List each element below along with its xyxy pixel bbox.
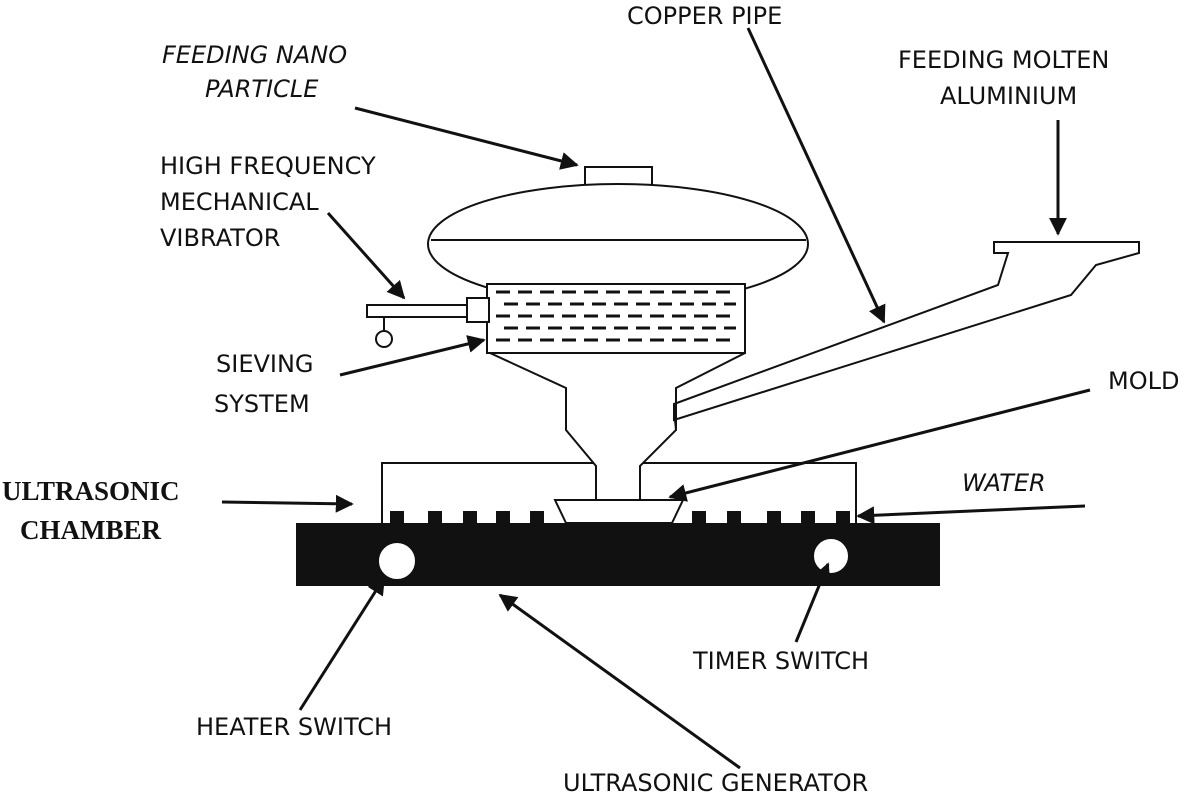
label-sieving-1: SIEVING [216, 350, 314, 378]
timer-switch-knob[interactable] [812, 537, 850, 575]
arrow-vibrator [326, 212, 406, 300]
label-heater-switch: HEATER SWITCH [196, 713, 392, 741]
label-chamber-1: ULTRASONIC [2, 476, 180, 506]
label-timer-switch: TIMER SWITCH [692, 647, 869, 675]
ultrasonic-chamber [381, 462, 857, 523]
arrow-copper-pipe [746, 27, 886, 324]
label-ultrasonic-generator: ULTRASONIC GENERATOR [563, 769, 868, 797]
label-vibrator-1: HIGH FREQUENCY [160, 152, 376, 180]
water-blocks [390, 511, 850, 523]
label-vibrator-2: MECHANICAL [160, 188, 319, 216]
arrow-sieving [339, 335, 486, 377]
label-vibrator-3: VIBRATOR [160, 224, 280, 252]
sieve-mesh [496, 290, 736, 342]
arrow-ultrasonic-generator [498, 593, 741, 770]
mold [553, 499, 685, 524]
arrow-heater-switch [298, 576, 386, 711]
label-feeding-nano-2: PARTICLE [205, 75, 319, 103]
heater-switch-knob[interactable] [377, 541, 417, 581]
arrow-mold [668, 388, 1091, 502]
label-chamber-2: CHAMBER [20, 515, 162, 545]
arrow-chamber [221, 494, 354, 513]
mechanical-vibrator [366, 297, 490, 348]
label-copper-pipe: COPPER PIPE [627, 2, 782, 30]
label-water: WATER [962, 469, 1046, 497]
arrow-timer-switch [794, 562, 831, 643]
copper-pipe [673, 241, 1140, 422]
sieving-box [486, 283, 746, 354]
label-sieving-2: SYSTEM [214, 390, 310, 418]
equipment [296, 166, 1140, 586]
label-feeding-molten: FEEDING MOLTEN [898, 46, 1109, 74]
arrow-water [856, 504, 1086, 525]
labels: COPPER PIPE FEEDING NANO PARTICLE FEEDIN… [2, 2, 1179, 797]
label-feeding-molten-2: ALUMINIUM [940, 82, 1077, 110]
arrow-feeding-nano [354, 106, 579, 170]
label-mold: MOLD [1108, 367, 1179, 395]
label-feeding-nano: FEEDING NANO [162, 41, 347, 69]
arrows [221, 27, 1091, 770]
funnel [489, 352, 746, 501]
